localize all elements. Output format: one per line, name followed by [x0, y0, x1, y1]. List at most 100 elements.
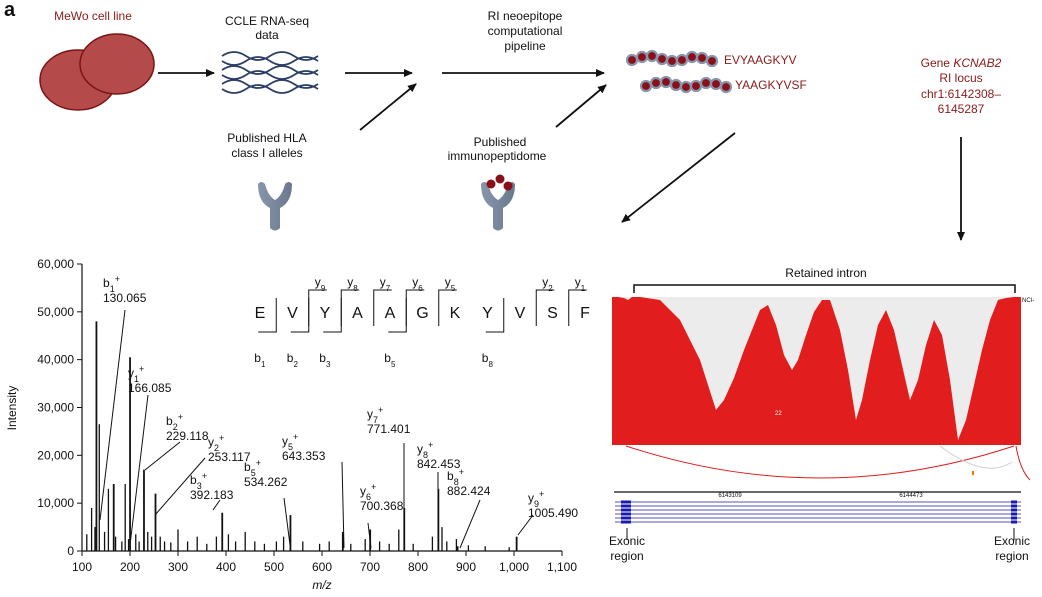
ion-name: y [412, 275, 418, 289]
ion-charge: + [202, 471, 207, 481]
exon-block [621, 500, 631, 504]
pipeline-label-line2: computational [488, 24, 563, 38]
peptide-chain-icon [625, 49, 719, 68]
leader-line [459, 499, 481, 549]
pipeline-label-line1: RI neoepitope [488, 9, 563, 23]
ion-name: b [103, 276, 110, 290]
ion-charge: + [256, 458, 261, 468]
ion-charge: + [293, 432, 298, 442]
rna-wave-icon [221, 51, 319, 94]
ion-index: 5 [451, 284, 456, 293]
ion-name: y [282, 434, 288, 448]
y-tick-label: 20,000 [37, 448, 74, 462]
ion-index: 1 [110, 284, 115, 294]
ion-index: 9 [321, 284, 326, 293]
x-tick-label: 500 [264, 560, 284, 574]
ruler-position-2: 6144473 [899, 493, 923, 499]
ion-name: y [347, 275, 353, 289]
ion-mz-label: 700.368 [360, 499, 404, 513]
gene-prefix: Gene [921, 56, 954, 70]
ion-name: y [542, 275, 548, 289]
splice-junction-arc [939, 445, 1013, 469]
residue-letter: K [450, 305, 461, 322]
peptide-label-2: YAAGKYVSF [735, 78, 807, 92]
b-ion-bracket [388, 298, 407, 333]
ion-mz-label: 882.424 [447, 484, 491, 498]
ion-name: b [244, 460, 251, 474]
junction-track-bg [612, 445, 1021, 490]
x-axis-label: m/z [312, 578, 331, 592]
leader-line [341, 461, 345, 549]
ion-label: y7+ [367, 405, 383, 425]
peptide-beads-icon [486, 174, 513, 191]
hla-label-line1: Published HLA [227, 131, 306, 145]
ion-name: b [287, 351, 294, 365]
residue-letter: F [580, 305, 590, 322]
b-ion-bracket [323, 298, 342, 333]
ion-name: y [315, 275, 321, 289]
y-tick-label: 0 [67, 544, 74, 558]
ion-label: b1+ [103, 274, 120, 294]
ion-index: 2 [293, 360, 298, 369]
rnaseq-group: CCLE RNA-seq data [221, 14, 319, 94]
ion-index: 8 [488, 360, 493, 369]
y-axis-label: Intensity [5, 386, 19, 431]
hla-receptor-icon [258, 182, 292, 231]
ion-charge: + [539, 489, 544, 499]
ion-label: y8+ [417, 440, 433, 460]
ion-label: b2+ [166, 412, 183, 432]
ion-index: 1 [581, 284, 586, 293]
b-ion-bracket [258, 298, 277, 333]
retained-intron-bracket [633, 284, 1016, 293]
junction-mark [972, 471, 974, 475]
exon-block [1011, 500, 1017, 504]
ion-mz-label: 842.453 [417, 457, 461, 471]
ion-label: y2+ [208, 433, 224, 453]
ion-mz-label: 771.401 [367, 422, 411, 436]
ion-index: 3 [326, 360, 331, 369]
ion-label: y6+ [360, 482, 376, 502]
ion-label: b3+ [190, 471, 207, 491]
exon-block [621, 504, 631, 508]
ion-mz-label: 534.262 [244, 475, 288, 489]
y-ion-bracket [438, 289, 457, 326]
ion-mz-label: 166.085 [128, 381, 172, 395]
retained-intron-label: Retained intron [785, 266, 866, 280]
exon-block [621, 516, 631, 520]
ion-index: 8 [454, 477, 459, 487]
ion-index: 8 [423, 450, 428, 460]
y-tick-label: 50,000 [37, 305, 74, 319]
ion-index: 5 [251, 468, 256, 478]
ion-charge: + [428, 440, 433, 450]
ion-mz-label: 229.118 [166, 429, 209, 443]
x-tick-label: 100 [72, 560, 92, 574]
gene-locus-line2: chr1:6142308– [921, 87, 1001, 101]
ion-name: b [254, 351, 261, 365]
peptide-chain-icon [639, 75, 733, 94]
x-tick-label: 600 [312, 560, 332, 574]
ion-index: 7 [386, 284, 391, 293]
ion-charge: + [371, 482, 376, 492]
rnaseq-label-line2: data [255, 28, 279, 42]
ion-charge: + [115, 274, 120, 284]
ion-label: b5+ [244, 458, 261, 478]
ion-index: 3 [197, 481, 202, 491]
ion-label: y5+ [282, 432, 298, 452]
ion-index: 9 [534, 499, 539, 509]
ruler-position-1: 6143109 [718, 493, 742, 499]
x-tick-label: 1,100 [547, 560, 577, 574]
immunopeptidome-label-line2: immunopeptidome [448, 149, 547, 163]
leader-line [129, 394, 149, 546]
ion-name: y [417, 442, 423, 456]
b-ion-bracket [485, 298, 505, 333]
gene-locus-line3: 6145287 [938, 102, 985, 116]
x-tick-label: 400 [216, 560, 236, 574]
residue-letter: V [287, 305, 298, 322]
y-ion-label: y1 [575, 275, 586, 293]
right-exonic-label-line2: region [995, 549, 1028, 563]
arrow [359, 83, 417, 131]
ion-index: 7 [373, 415, 378, 425]
b-ion-label: b5 [384, 351, 396, 369]
leader-line [517, 514, 534, 536]
exon-block [1011, 504, 1017, 508]
